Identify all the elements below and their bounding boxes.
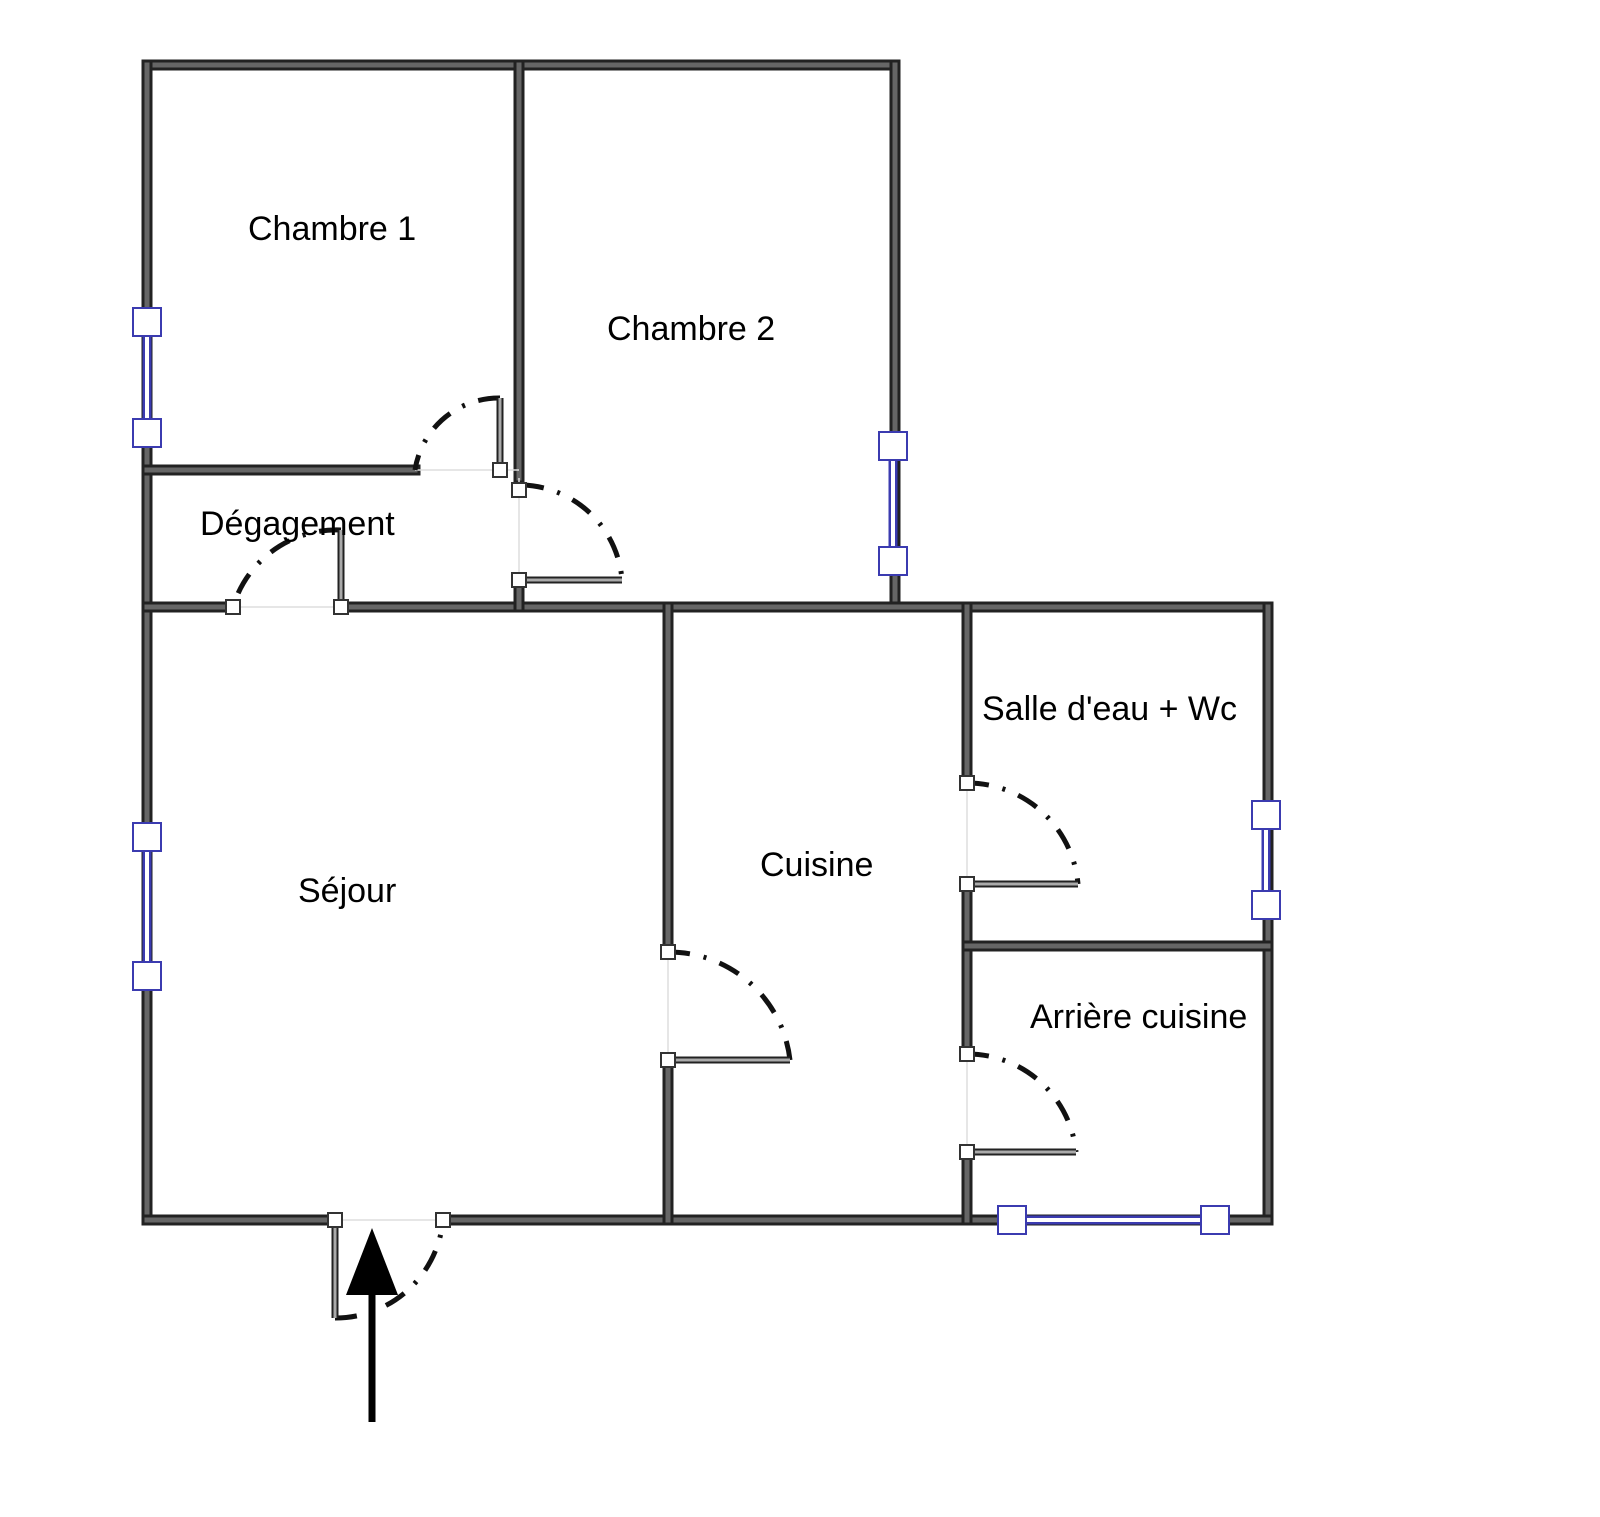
- room-label-cuisine: Cuisine: [760, 846, 873, 884]
- door-openings: [233, 469, 968, 1221]
- window-frame-icon: [1200, 1205, 1230, 1235]
- door-swing-arc: [230, 527, 342, 608]
- window-frame-icon: [997, 1205, 1027, 1235]
- door-salle-eau[interactable]: [959, 780, 1081, 892]
- window-frame-icon: [132, 822, 162, 852]
- window-frame-icon: [878, 431, 908, 461]
- room-label-chambre-1: Chambre 1: [248, 210, 416, 248]
- doors: [225, 395, 1081, 1321]
- door-entrance[interactable]: [327, 1212, 446, 1321]
- walls: [141, 59, 1274, 1226]
- room-label-chambre-2: Chambre 2: [607, 310, 775, 348]
- door-hinge-icon: [492, 462, 508, 478]
- door-degagement[interactable]: [230, 527, 349, 615]
- opening-node-icon: [959, 1046, 975, 1062]
- door-swing-arc: [667, 949, 793, 1061]
- door-hinge-icon: [959, 876, 975, 892]
- opening-node-icon: [959, 775, 975, 791]
- window-frame-icon: [132, 307, 162, 337]
- window-frame-icon: [1251, 800, 1281, 830]
- entrance-arrow-icon: [346, 1228, 398, 1422]
- door-swing-arc: [521, 482, 625, 581]
- opening-node-icon: [660, 944, 676, 960]
- window-frame-icon: [132, 961, 162, 991]
- door-hinge-icon: [333, 599, 349, 615]
- door-hinge-icon: [511, 572, 527, 588]
- opening-node-icon: [435, 1212, 451, 1228]
- window-frame-icon: [878, 546, 908, 576]
- door-hinge-icon: [660, 1052, 676, 1068]
- door-arriere-cuisine[interactable]: [959, 1051, 1079, 1160]
- door-swing-arc: [334, 1219, 446, 1321]
- room-label-arriere-cuisine: Arrière cuisine: [1030, 998, 1247, 1036]
- room-label-salle-eau-wc: Salle d'eau + Wc: [982, 690, 1237, 728]
- door-cuisine[interactable]: [660, 949, 793, 1068]
- door-hinge-icon: [327, 1212, 343, 1228]
- window-frame-icon: [132, 418, 162, 448]
- windows: [132, 307, 1281, 1235]
- opening-node-icon: [511, 482, 527, 498]
- opening-node-icon: [225, 599, 241, 615]
- door-swing-arc: [412, 395, 501, 471]
- room-label-degagement: Dégagement: [200, 505, 395, 543]
- room-label-sejour: Séjour: [298, 872, 396, 910]
- window-frame-icon: [1251, 890, 1281, 920]
- door-hinge-icon: [959, 1144, 975, 1160]
- door-swing-arc: [966, 780, 1081, 885]
- door-swing-arc: [966, 1051, 1079, 1153]
- door-chambre-2[interactable]: [511, 482, 625, 588]
- door-chambre-1[interactable]: [412, 395, 508, 478]
